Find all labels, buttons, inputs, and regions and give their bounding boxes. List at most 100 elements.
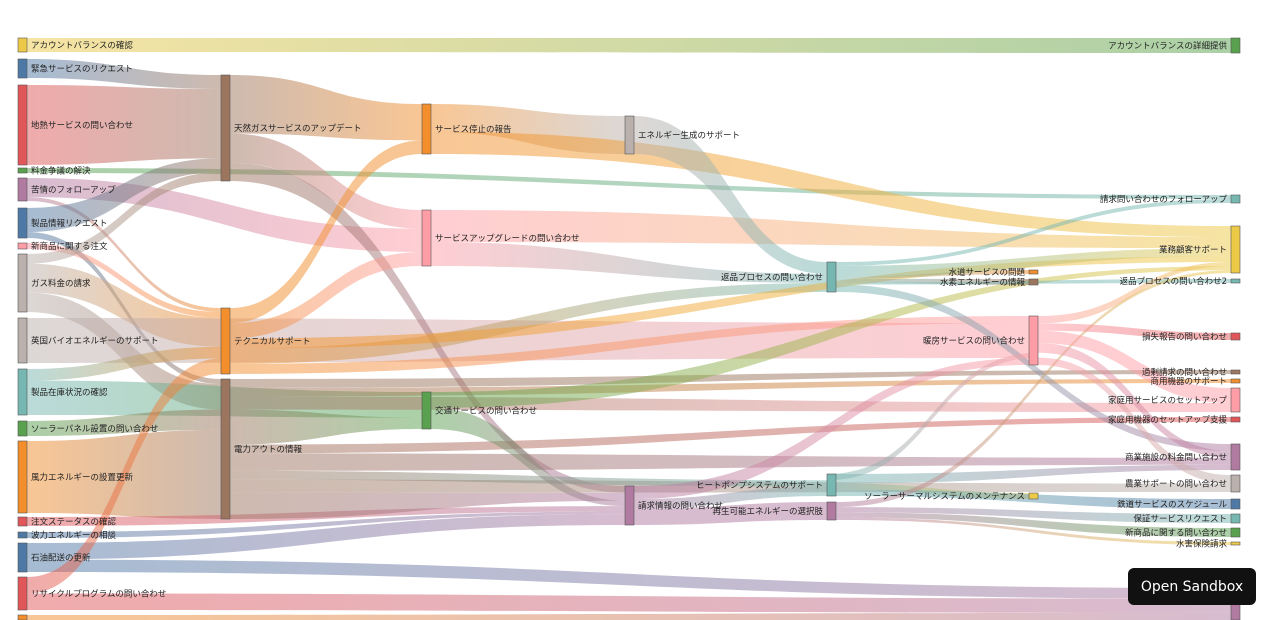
sankey-node[interactable]	[17, 242, 28, 250]
sankey-node-label: 交通サービスの問い合わせ	[435, 406, 537, 417]
sankey-node[interactable]	[220, 378, 231, 520]
sankey-node[interactable]	[17, 576, 28, 611]
sankey-node[interactable]	[1230, 225, 1241, 274]
sankey-node[interactable]	[17, 207, 28, 239]
sankey-node[interactable]	[1230, 378, 1241, 384]
sankey-node[interactable]	[17, 253, 28, 313]
sankey-node-label: 家庭用機器のセットアップ支援	[1108, 415, 1228, 426]
sankey-node[interactable]	[1028, 492, 1039, 500]
sankey-node-label: 電力アウトの情報	[234, 444, 303, 455]
sankey-node-label: アカウントバランスの詳細提供	[1108, 41, 1227, 52]
sankey-link	[836, 199, 1231, 266]
sankey-node[interactable]	[826, 501, 837, 521]
sankey-node[interactable]	[421, 103, 432, 155]
sankey-link	[27, 346, 221, 381]
sankey-link	[27, 409, 221, 436]
open-sandbox-button[interactable]: Open Sandbox	[1128, 568, 1256, 605]
sankey-node-label: ガス料金の請求	[31, 278, 91, 289]
sankey-link	[634, 358, 1029, 499]
sankey-node[interactable]	[220, 74, 231, 182]
sankey-link	[27, 197, 221, 312]
sankey-link	[230, 162, 625, 493]
sankey-node[interactable]	[17, 614, 28, 620]
sankey-node[interactable]	[1230, 369, 1241, 375]
sankey-node-label: 請求情報の問い合わせ	[638, 501, 723, 512]
sankey-link	[431, 131, 1231, 238]
sankey-link	[230, 256, 1231, 349]
sankey-node[interactable]	[17, 84, 28, 166]
sankey-node-label: サービス停止の報告	[435, 124, 512, 135]
sankey-node[interactable]	[17, 177, 28, 202]
sankey-node[interactable]	[17, 516, 28, 527]
sankey-link	[1038, 261, 1231, 324]
sankey-link	[27, 243, 221, 318]
sankey-node[interactable]	[826, 261, 837, 293]
sankey-node[interactable]	[17, 420, 28, 437]
sankey-link	[634, 486, 827, 509]
sankey-node[interactable]	[1230, 474, 1241, 493]
sankey-node[interactable]	[220, 307, 231, 375]
sankey-link	[431, 266, 1231, 408]
sankey-link	[27, 158, 221, 232]
sankey-node[interactable]	[1028, 315, 1039, 366]
sankey-node[interactable]	[1230, 387, 1241, 413]
sankey-node[interactable]	[1230, 37, 1241, 54]
sankey-node[interactable]	[1028, 278, 1039, 286]
sankey-node-label: 英国バイオエネルギーのサポート	[31, 336, 159, 347]
sankey-node[interactable]	[624, 485, 635, 526]
sankey-node[interactable]	[1230, 498, 1241, 510]
sankey-node-label: 風力エネルギーの設置更新	[31, 472, 134, 483]
sankey-link	[836, 512, 1231, 537]
sankey-node[interactable]	[421, 209, 432, 267]
sankey-node[interactable]	[826, 473, 837, 497]
sankey-node-label: 注文ステータスの確認	[31, 517, 117, 528]
sankey-node[interactable]	[1028, 269, 1039, 275]
sankey-node[interactable]	[1230, 332, 1241, 341]
sankey-link	[230, 316, 1029, 374]
sankey-node-label: テクニカルサポート	[234, 337, 311, 347]
sankey-node[interactable]	[17, 58, 28, 79]
sankey-node-label: 新商品に関する注文	[31, 241, 108, 252]
sankey-node-label: 苦情のフォローアップ	[31, 185, 116, 196]
sankey-node[interactable]	[17, 440, 28, 514]
sankey-node-label: 水害保険請求	[1176, 539, 1228, 550]
sankey-node[interactable]	[17, 167, 28, 174]
sankey-node[interactable]	[1230, 527, 1241, 538]
sankey-node-label: 再生可能エネルギーの選択肢	[712, 506, 823, 517]
sankey-link	[1038, 357, 1231, 484]
sankey-link	[431, 210, 1231, 249]
sankey-node[interactable]	[624, 115, 635, 155]
sankey-link	[431, 242, 827, 283]
sankey-link	[836, 517, 1231, 545]
sankey-link	[230, 409, 422, 445]
sankey-node[interactable]	[1230, 416, 1241, 423]
sankey-link	[230, 140, 422, 324]
sankey-node-label: 水道サービスの問題	[948, 267, 1025, 278]
sankey-node[interactable]	[1230, 278, 1241, 284]
sankey-node-label: サービスアップグレードの問い合わせ	[435, 233, 580, 244]
sankey-node-label: 返品プロセスの問い合わせ2	[1120, 276, 1227, 287]
sankey-node-label: 損失報告の問い合わせ	[1142, 332, 1227, 343]
sankey-node[interactable]	[17, 542, 28, 573]
sankey-node[interactable]	[1230, 194, 1241, 204]
sankey-link	[230, 453, 1231, 471]
sankey-link	[27, 59, 221, 89]
sankey-link	[836, 248, 1231, 277]
sankey-node[interactable]	[17, 317, 28, 364]
sankey-link	[230, 75, 422, 141]
sankey-node[interactable]	[17, 37, 28, 53]
sankey-node[interactable]	[1230, 513, 1241, 524]
sankey-link	[836, 489, 1231, 509]
sankey-node-label: 商業施設の料金問い合わせ	[1125, 452, 1227, 463]
sankey-link	[27, 38, 1231, 53]
sankey-link	[27, 514, 625, 560]
sankey-node-label: エネルギー生成のサポート	[638, 130, 740, 141]
sankey-node-label: 天然ガスサービスのアップデート	[234, 123, 362, 134]
sankey-node[interactable]	[17, 368, 28, 416]
sankey-node[interactable]	[421, 391, 432, 430]
sankey-node[interactable]	[1230, 443, 1241, 471]
sankey-link	[827, 352, 1038, 481]
sankey-link	[1038, 330, 1231, 403]
sankey-node[interactable]	[17, 531, 28, 539]
sankey-node[interactable]	[1230, 541, 1241, 546]
